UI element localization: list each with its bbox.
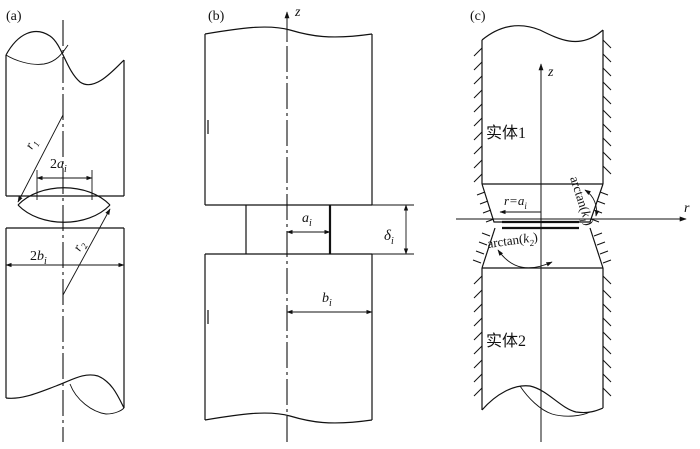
c-body2-left-taper <box>481 227 496 269</box>
c-label-angle1: arctan(k1) <box>564 174 597 228</box>
panel-a: (a) 2ai 2bi r1 <box>5 9 125 442</box>
lower-break-inner <box>69 383 125 415</box>
b-label-b: bi <box>322 291 332 309</box>
c-angle1-arc <box>584 189 600 217</box>
contact-lens-bottom <box>17 204 111 223</box>
panel-a-tag: (a) <box>6 9 22 24</box>
c-body1-label: 实体1 <box>486 124 526 142</box>
c-r-label: r <box>684 201 690 216</box>
c-hatching <box>472 39 612 397</box>
b-z-label: z <box>294 5 301 20</box>
upper-break-line <box>5 31 125 86</box>
panel-c-tag: (c) <box>470 9 486 24</box>
c-lower-break-line <box>481 385 604 414</box>
radius-r2-line <box>62 208 111 296</box>
c-body1-left-taper <box>481 183 503 223</box>
c-body2-right-taper <box>589 227 604 269</box>
c-angle2-arc <box>497 249 553 269</box>
c-upper-break-line <box>481 25 604 43</box>
upper-cylinder <box>5 31 125 197</box>
b-label-delta: δi <box>384 228 394 247</box>
label-2a: 2ai <box>50 157 67 175</box>
label-r2: r2 <box>69 237 90 254</box>
c-label-r-eq: r=ai <box>504 193 527 211</box>
c-label-angle2: arctan(k2) <box>486 229 539 254</box>
c-hatch-right-upper <box>602 39 612 175</box>
c-hatch-right-taper <box>590 191 612 264</box>
c-hatch-left-lower <box>473 275 483 397</box>
panel-b-tag: (b) <box>208 9 225 24</box>
panel-c: (c) r z 实体1 <box>456 9 690 442</box>
b-lower-break-line <box>204 412 373 424</box>
panel-b: (b) z ai bi δi <box>204 5 414 442</box>
label-2b: 2bi <box>30 249 47 267</box>
radius-r1-line <box>17 114 64 203</box>
c-z-label: z <box>547 65 554 80</box>
lower-cylinder <box>5 227 125 415</box>
b-upper-break-line <box>204 26 373 38</box>
contact-lens-top <box>17 187 111 206</box>
c-hatch-right-lower <box>602 275 612 397</box>
lower-break-line <box>5 374 125 409</box>
c-hatch-left-upper <box>473 47 483 183</box>
c-body2-label: 实体2 <box>486 332 526 350</box>
label-r1: r1 <box>21 136 41 153</box>
c-lower-break-inner <box>519 385 591 417</box>
c-hatch-left-taper <box>472 191 495 264</box>
b-label-a: ai <box>302 211 312 229</box>
